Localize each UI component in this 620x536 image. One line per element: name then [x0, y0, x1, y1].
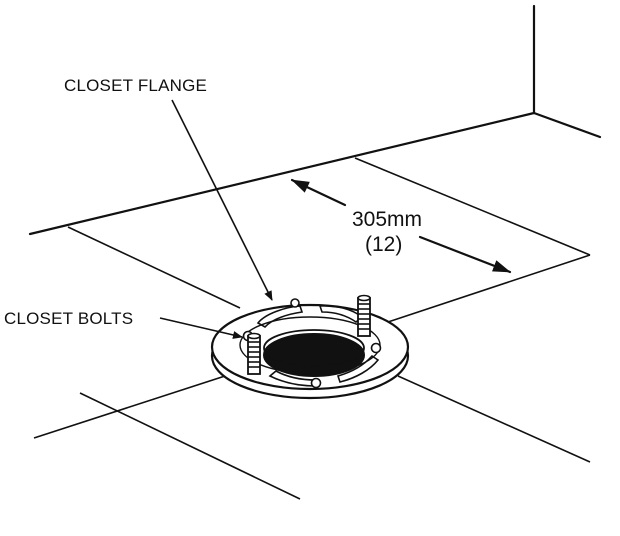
- leader-closet-bolts: [159, 317, 243, 339]
- wall-base-line: [28, 111, 536, 236]
- dimension-arrow-lower: [418, 235, 512, 274]
- floor-line-left: [67, 226, 241, 309]
- dimension-arrow-upper: [290, 178, 347, 207]
- floor-line-bottom: [79, 392, 301, 500]
- leader-closet-flange: [171, 99, 273, 301]
- floor-line-lower-right: [397, 375, 591, 463]
- label-dimension-value: 305mm: [352, 208, 422, 231]
- floor-line-upper: [354, 157, 591, 256]
- label-dimension-sub: (12): [365, 233, 402, 256]
- closet-bolt-right: [357, 294, 371, 337]
- closet-bolt-left: [247, 332, 261, 375]
- floor-line-lower-left: [33, 375, 226, 439]
- wall-corner-right: [532, 111, 602, 139]
- label-closet-bolts: CLOSET BOLTS: [4, 309, 133, 328]
- label-closet-flange: CLOSET FLANGE: [64, 76, 207, 95]
- closet-flange: [210, 298, 410, 400]
- floor-line-mid: [387, 254, 591, 323]
